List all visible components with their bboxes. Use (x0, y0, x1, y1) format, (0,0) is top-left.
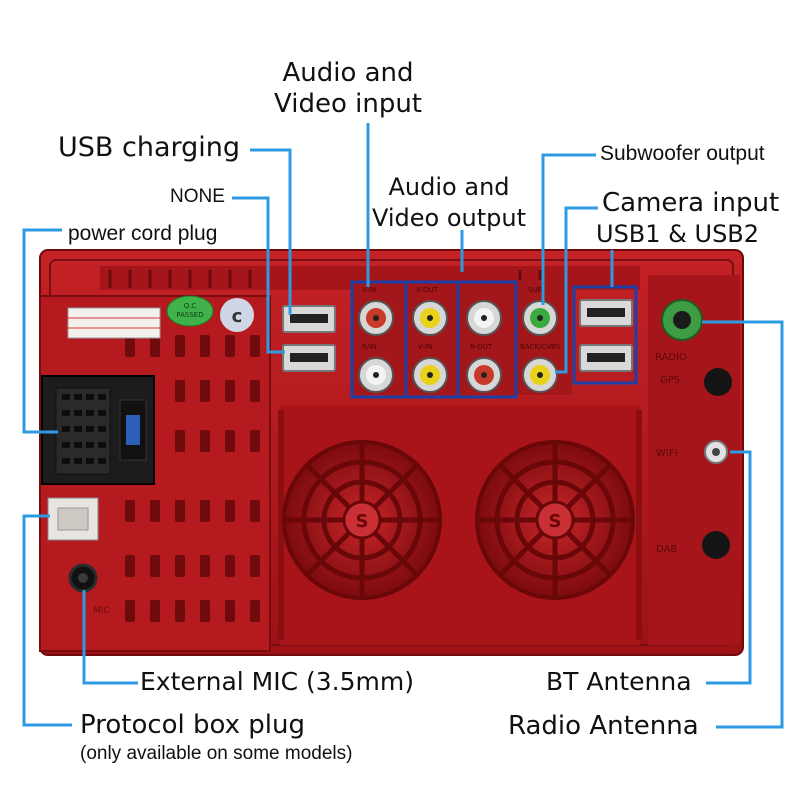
rca-label-bottom-0: R/IN (362, 343, 377, 351)
label-bt: BT Antenna (546, 667, 692, 696)
callout-none (232, 196, 285, 354)
qc-sticker: Q.C PASSED (166, 295, 214, 327)
svg-text:c: c (232, 306, 243, 327)
label-usb-charging: USB charging (58, 132, 241, 163)
vent-slots (125, 335, 260, 622)
radio-port-label: RADIO (655, 352, 687, 363)
label-power-cord: power cord plug (68, 222, 218, 245)
callout-subwoofer (541, 153, 596, 305)
rca-jacks (358, 300, 558, 393)
usb-charging-ports (282, 305, 336, 372)
callout-lines (22, 123, 784, 729)
ce-mark: c (220, 298, 254, 332)
cooling-fan-right: S (475, 440, 635, 600)
cooling-fan-left: S (282, 440, 442, 600)
wifi-port-label: WIFI (656, 448, 678, 459)
usb12-box (572, 285, 638, 385)
rca-label-bottom-1: V-IN (418, 343, 432, 351)
label-protocol: Protocol box plug (80, 710, 306, 740)
label-av-input: Audio and Video input (274, 58, 422, 119)
antenna-panel: RADIO GPS WIFI DAB (648, 275, 740, 645)
label-none: NONE (170, 186, 225, 207)
label-camera: Camera input (602, 188, 780, 218)
label-ext-mic: External MIC (3.5mm) (140, 667, 414, 696)
rca-label-top-0: V-IN (362, 286, 376, 294)
rca-labels: V-IN V-OUT SUB R/IN V-IN R-OUT BACK/CVBS (362, 286, 561, 351)
power-connector (41, 375, 155, 485)
callout-radio (702, 320, 784, 729)
label-protocol-note: (only available on some models) (80, 743, 353, 764)
svg-text:MIC: MIC (93, 606, 110, 616)
label-subwoofer: Subwoofer output (600, 142, 765, 165)
rca-label-top-2: SUB (528, 286, 543, 294)
usb1-usb2-ports (579, 299, 633, 372)
qc-sticker-line1: Q.C (184, 302, 197, 310)
highlight-boxes (350, 280, 638, 399)
rca-label-bottom-3: BACK/CVBS (520, 343, 561, 351)
qc-sticker-line2: PASSED (176, 311, 203, 319)
rca-label-top-1: V-OUT (416, 286, 439, 294)
av-output-box (404, 280, 518, 399)
callout-usb-charging (250, 148, 292, 315)
gps-port-label: GPS (660, 375, 680, 386)
label-av-output: Audio and Video output (372, 173, 527, 232)
protocol-connector (47, 497, 99, 541)
label-radio: Radio Antenna (508, 711, 699, 741)
spec-sticker (67, 307, 161, 339)
callout-power-cord (22, 228, 62, 434)
dab-port-label: DAB (656, 544, 677, 555)
callout-protocol (22, 514, 72, 727)
callout-camera (555, 206, 598, 374)
rca-label-bottom-2: R-OUT (470, 343, 493, 351)
callout-bt (706, 450, 752, 685)
callout-ext-mic (82, 590, 138, 685)
fan-badge-left: S (356, 511, 369, 532)
label-usb12: USB1 & USB2 (596, 220, 760, 248)
fan-badge-right: S (549, 511, 562, 532)
